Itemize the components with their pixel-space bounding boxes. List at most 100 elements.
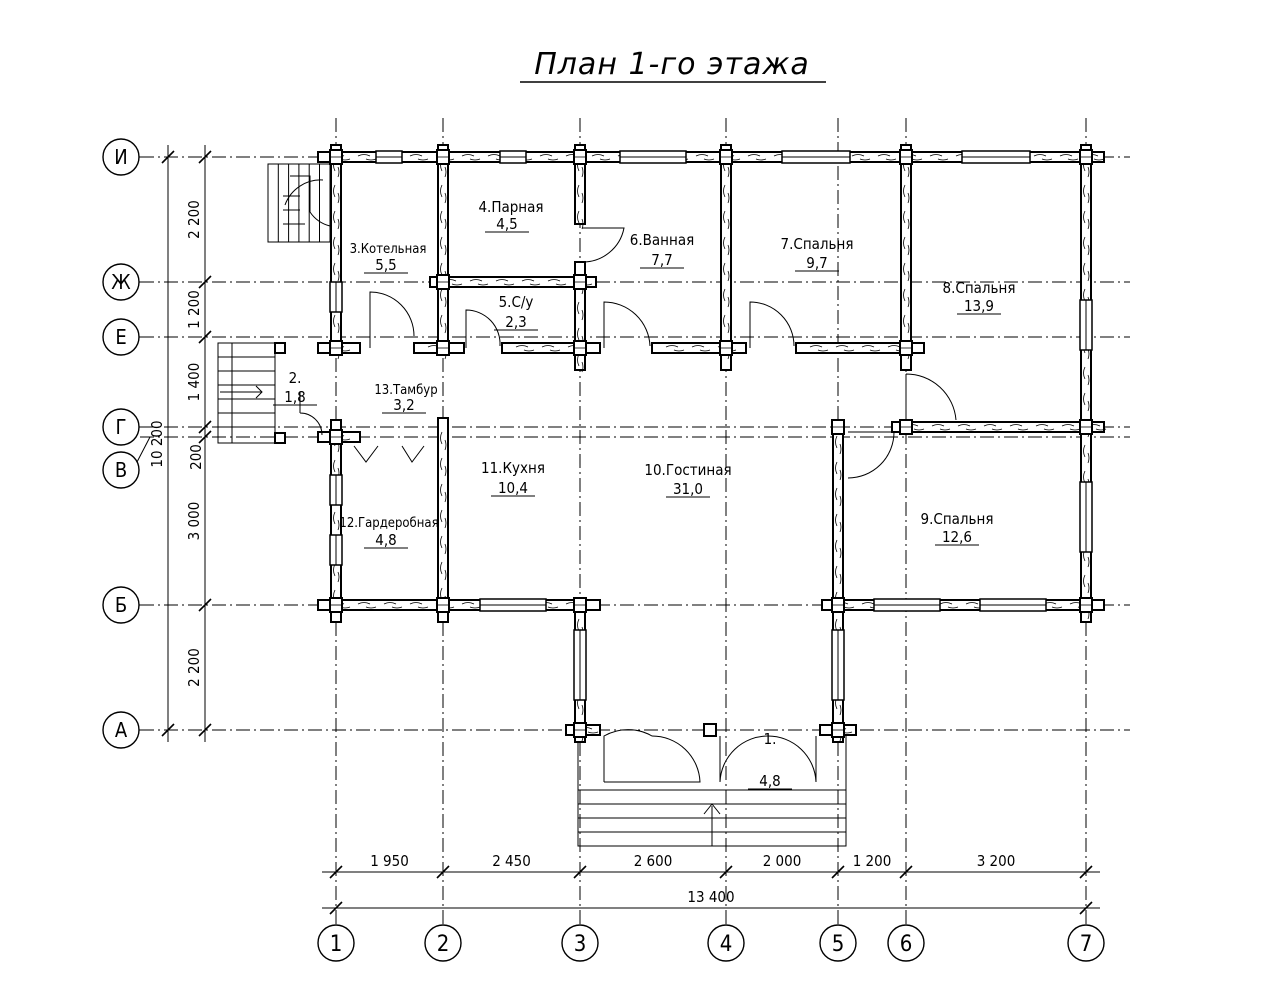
door — [369, 291, 415, 348]
log — [501, 342, 601, 354]
axis-bubble-Б: Б — [102, 586, 150, 624]
log-grain — [1083, 236, 1090, 256]
axis-number: 6 — [900, 932, 913, 957]
log — [437, 417, 449, 623]
log — [795, 342, 925, 354]
log — [832, 421, 844, 623]
dim-tick — [329, 865, 343, 879]
log-grain — [723, 314, 730, 334]
log-grain — [440, 483, 447, 503]
log-grain — [939, 602, 959, 609]
log — [574, 261, 586, 371]
axis-bubble-circle — [1067, 924, 1105, 962]
dim-tick — [198, 330, 212, 344]
axis-bubble-1: 1 — [317, 924, 355, 962]
dim-label: 1 200 — [853, 852, 892, 870]
axis-number: 4 — [720, 932, 733, 957]
room-name: 10.Гостиная — [644, 461, 731, 479]
stairs — [217, 163, 847, 847]
log-grain — [1083, 366, 1090, 386]
dim-tick — [436, 865, 450, 879]
log — [317, 151, 1105, 163]
log-grain — [695, 154, 715, 161]
log-grain — [835, 345, 855, 352]
stair-left — [217, 342, 276, 444]
room-area: 4,8 — [759, 772, 780, 790]
log-grain — [357, 154, 377, 161]
door — [767, 735, 817, 783]
dim-tick — [1079, 901, 1093, 915]
stair-post — [274, 432, 286, 444]
dim-label: 2 200 — [185, 648, 203, 687]
room-name: 11.Кухня — [481, 459, 545, 477]
axis-bubble-А: А — [102, 711, 150, 749]
room-name: 5.С/у — [499, 293, 534, 311]
door — [353, 445, 379, 463]
dim-total-label: 13 400 — [687, 888, 734, 906]
axis-bubble-Е: Е — [102, 318, 150, 356]
log-grain — [440, 509, 447, 529]
axis-number: 3 — [574, 932, 587, 957]
axis-bubble-circle — [424, 924, 462, 962]
log-grain — [461, 154, 481, 161]
dim-tick — [198, 275, 212, 289]
log-grain — [333, 210, 340, 230]
log-grain — [835, 461, 842, 481]
door — [581, 227, 625, 263]
room-area: 10,4 — [498, 479, 528, 497]
log-grain — [333, 314, 340, 334]
log-grain — [691, 345, 711, 352]
room-name: 3.Котельная — [350, 242, 427, 257]
log-grain — [983, 424, 1003, 431]
log-grain — [903, 262, 910, 282]
log — [821, 599, 1105, 611]
door — [401, 445, 425, 463]
stair-arc — [284, 179, 324, 206]
log-grain — [440, 288, 447, 308]
log-grain — [1083, 262, 1090, 282]
log-grain — [723, 184, 730, 204]
log-grain — [1033, 154, 1053, 161]
axis-bubble-circle — [561, 924, 599, 962]
log — [720, 144, 732, 371]
axis-letter: Г — [116, 415, 127, 439]
door — [749, 301, 795, 348]
log-grain — [1035, 424, 1055, 431]
axis-bubble-circle — [102, 451, 140, 489]
door — [465, 309, 501, 348]
room-area: 9,7 — [806, 254, 827, 272]
dim-tick — [198, 723, 212, 737]
room-name: 2. — [289, 369, 302, 387]
log — [330, 144, 342, 356]
log-grain — [835, 435, 842, 455]
room-area: 12,6 — [942, 528, 972, 546]
log-grain — [723, 288, 730, 308]
dim-label: 2 200 — [185, 200, 203, 239]
wall-segment — [720, 144, 732, 371]
dim-tick — [573, 865, 587, 879]
log-grain — [440, 457, 447, 477]
door — [847, 431, 895, 479]
log — [900, 144, 912, 371]
log-grain — [877, 154, 897, 161]
log — [891, 421, 1105, 433]
log-grain — [1009, 424, 1029, 431]
axis-leader — [136, 436, 151, 463]
log — [317, 599, 601, 611]
log-grain — [861, 345, 881, 352]
log-grain — [409, 602, 429, 609]
door — [603, 301, 651, 348]
log-grain — [957, 424, 977, 431]
log — [651, 342, 747, 354]
plan-title: План 1-го этажа — [534, 47, 810, 82]
room-name: 6.Ванная — [630, 231, 694, 249]
room-area: 4,8 — [375, 531, 396, 549]
dim-tick — [161, 150, 175, 164]
log-grain — [495, 279, 515, 286]
log-grain — [440, 210, 447, 230]
log — [574, 144, 586, 225]
wall-segment — [317, 599, 601, 611]
log-grain — [541, 345, 561, 352]
